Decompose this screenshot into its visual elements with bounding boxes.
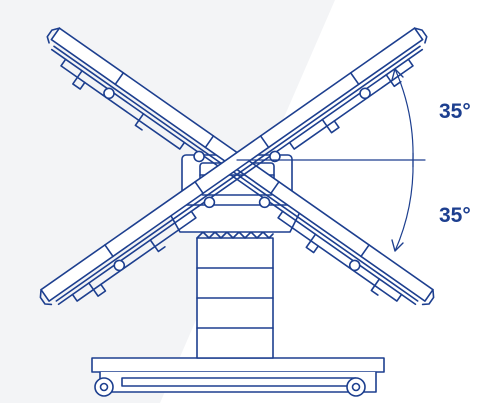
lower-arrow-head — [391, 239, 404, 252]
angle-dimension — [236, 68, 426, 252]
tabletop-tilt-right-up — [39, 27, 428, 306]
upper-angle-label: 35° — [439, 100, 471, 123]
lower-angle-arc — [394, 159, 414, 252]
lower-angle-label: 35° — [439, 204, 471, 227]
upper-arrow-head — [391, 68, 404, 81]
upper-angle-arc — [394, 68, 414, 161]
pedestal-base — [91, 357, 385, 397]
